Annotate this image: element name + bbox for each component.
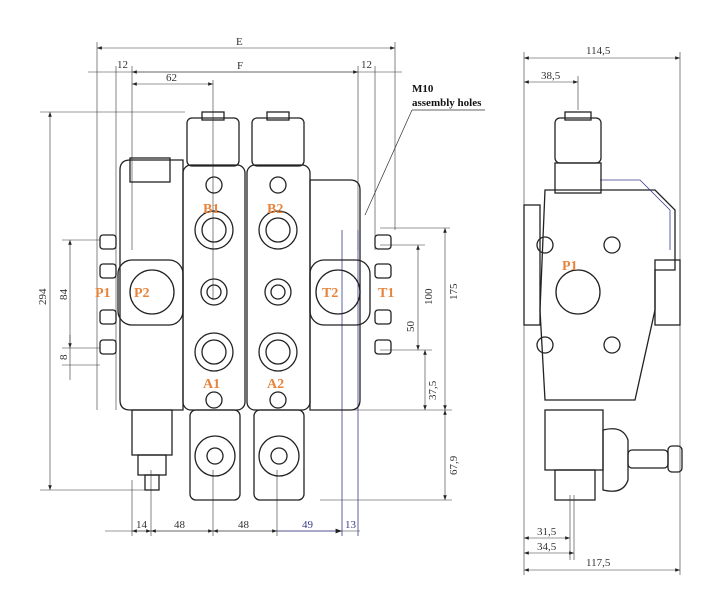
port-label-a2: A2	[267, 377, 284, 392]
dim-37-5: 37,5	[427, 380, 439, 400]
port-label-t1: T1	[378, 286, 394, 301]
dim-48-right: 48	[238, 519, 250, 531]
port-label-a1: A1	[203, 377, 220, 392]
front-view: E F 12 12 62 M10 assembly holes 294 84 8…	[37, 36, 485, 536]
note-m10: M10	[412, 83, 434, 95]
port-label-p2: P2	[134, 286, 150, 301]
dim-84: 84	[58, 289, 70, 301]
dim-F: F	[237, 60, 243, 72]
side-dim-114-5: 114,5	[586, 45, 611, 57]
dim-49: 49	[302, 519, 314, 531]
side-dim-31-5: 31,5	[537, 526, 557, 538]
dim-right-12: 12	[361, 59, 372, 71]
dim-13: 13	[345, 519, 357, 531]
dim-50: 50	[405, 321, 417, 333]
dim-left-12: 12	[117, 59, 128, 71]
dim-175: 175	[448, 283, 460, 300]
dim-14: 14	[136, 519, 148, 531]
side-view: 114,5 38,5 P1 31,5 34,5 117,5	[523, 45, 683, 575]
port-label-b1: B1	[203, 202, 219, 217]
dim-62: 62	[166, 72, 177, 84]
note-assembly-holes: assembly holes	[412, 97, 482, 109]
port-label-p1: P1	[95, 286, 111, 301]
dim-48-left: 48	[174, 519, 186, 531]
dim-8: 8	[58, 354, 70, 360]
side-dim-34-5: 34,5	[537, 541, 557, 553]
port-label-b2: B2	[267, 202, 283, 217]
dim-E: E	[236, 36, 243, 48]
dim-100: 100	[423, 288, 435, 305]
port-label-t2: T2	[322, 286, 338, 301]
side-port-label-p1: P1	[562, 259, 578, 274]
side-dim-117-5: 117,5	[586, 557, 611, 569]
dim-294: 294	[37, 288, 49, 305]
dim-67-9: 67,9	[448, 455, 460, 475]
side-dim-38-5: 38,5	[541, 70, 561, 82]
